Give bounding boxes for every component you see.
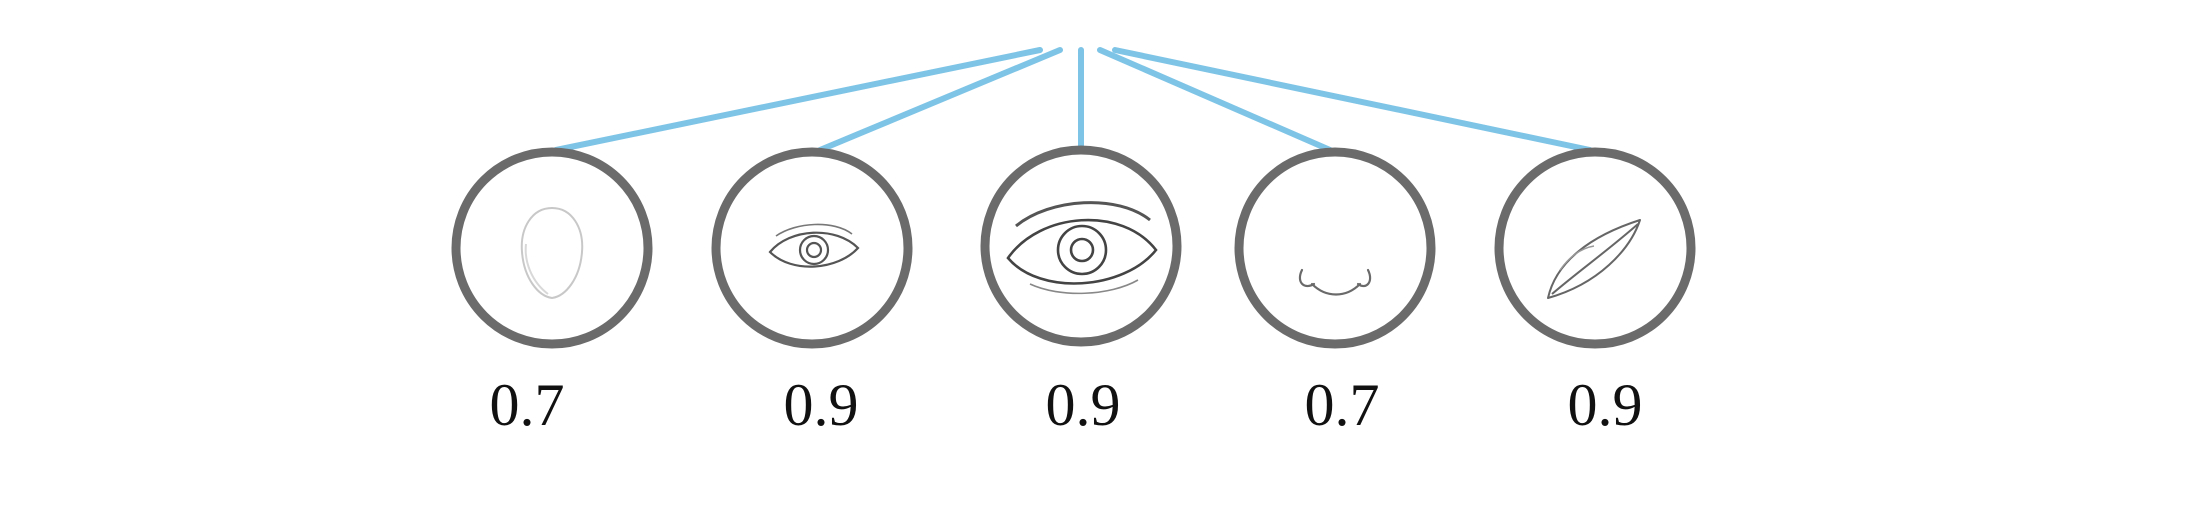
node-ring <box>451 147 653 349</box>
small-eye-icon <box>768 223 860 268</box>
connector-line-2 <box>817 47 1063 153</box>
score-label-small-eye: 0.9 <box>783 372 859 438</box>
connector-line-4 <box>1097 47 1333 153</box>
node-nose <box>1234 147 1436 349</box>
node-face <box>451 147 653 349</box>
connector-line-5 <box>1112 47 1593 153</box>
score-label-nose: 0.7 <box>1304 372 1380 438</box>
score-label-large-eye: 0.9 <box>1045 372 1121 438</box>
node-ring <box>980 145 1182 347</box>
node-ring <box>1494 147 1696 349</box>
score-label-lips: 0.9 <box>1567 372 1643 438</box>
lips-icon <box>1547 219 1641 299</box>
connector-line-1 <box>553 47 1043 153</box>
node-small-eye <box>711 147 913 349</box>
node-ring <box>1234 147 1436 349</box>
nose-icon <box>1298 268 1372 296</box>
node-ring <box>711 147 913 349</box>
node-lips <box>1494 147 1696 349</box>
connector-lines <box>553 47 1593 153</box>
large-eye-icon <box>1006 201 1158 295</box>
node-large-eye <box>980 145 1182 347</box>
score-label-face: 0.7 <box>489 372 565 438</box>
face-outline-icon <box>520 206 584 300</box>
